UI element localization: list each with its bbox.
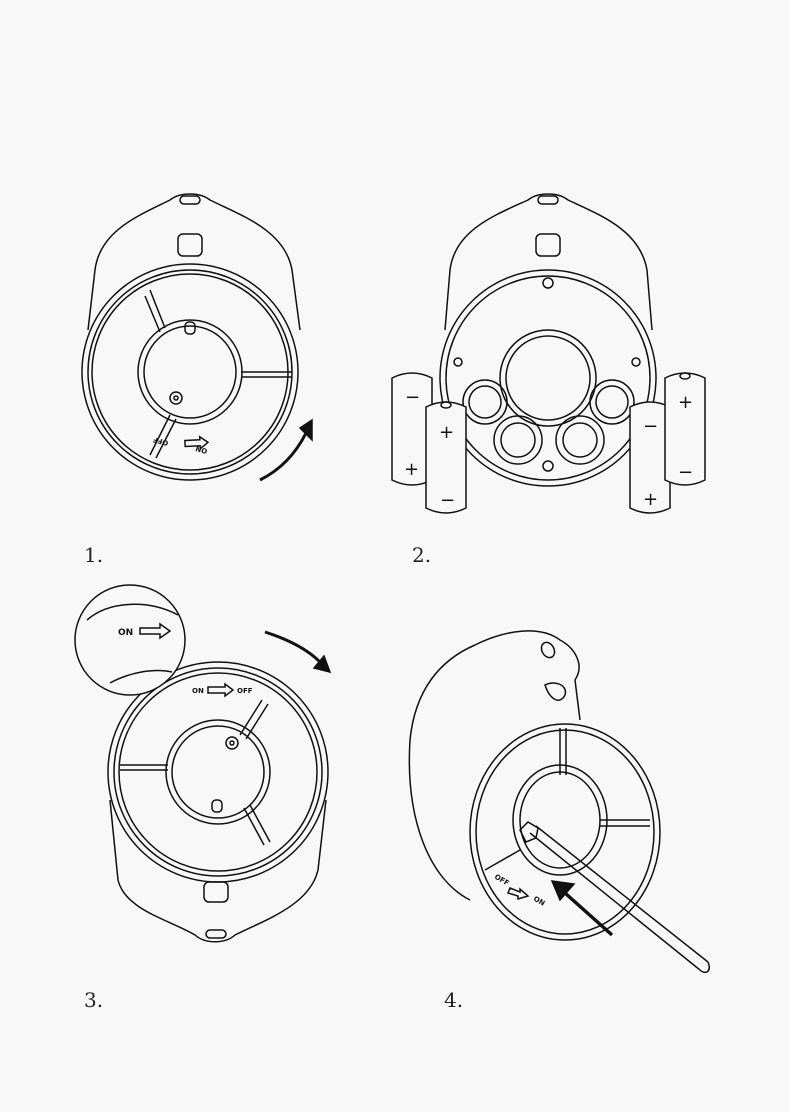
svg-text:+: +	[439, 422, 454, 443]
svg-text:+: +	[643, 489, 658, 510]
svg-text:−: −	[405, 387, 420, 408]
step-4-number: 4.	[444, 988, 464, 1012]
svg-text:+: +	[404, 459, 419, 480]
off-label: OFF	[237, 687, 253, 695]
svg-text:+: +	[678, 392, 693, 413]
rotate-arrow-icon	[312, 654, 332, 674]
on-label: ON	[532, 895, 546, 908]
step-1-number: 1.	[84, 543, 104, 567]
push-arrow-icon	[550, 880, 576, 902]
step-3-number: 3.	[84, 988, 104, 1012]
step-2-device-illustration: − + + − − + + −	[391, 193, 706, 514]
svg-text:−: −	[643, 416, 658, 437]
on-label: ON	[192, 687, 204, 695]
zoom-inset	[74, 584, 186, 696]
battery-icon	[391, 372, 706, 514]
on-label: ON	[195, 444, 209, 455]
step-4-device-illustration: ON OFF	[408, 630, 710, 974]
inset-on-label: ON	[118, 628, 133, 638]
svg-text:−: −	[678, 462, 693, 483]
off-label: OFF	[152, 435, 169, 447]
step-1-device-illustration: ON OFF	[81, 193, 313, 482]
step-2-number: 2.	[412, 543, 432, 567]
off-label: OFF	[493, 873, 511, 888]
rotate-arrow-icon	[298, 418, 313, 442]
step-3-device-illustration: ON OFF ON	[74, 584, 332, 943]
svg-text:−: −	[440, 490, 455, 511]
